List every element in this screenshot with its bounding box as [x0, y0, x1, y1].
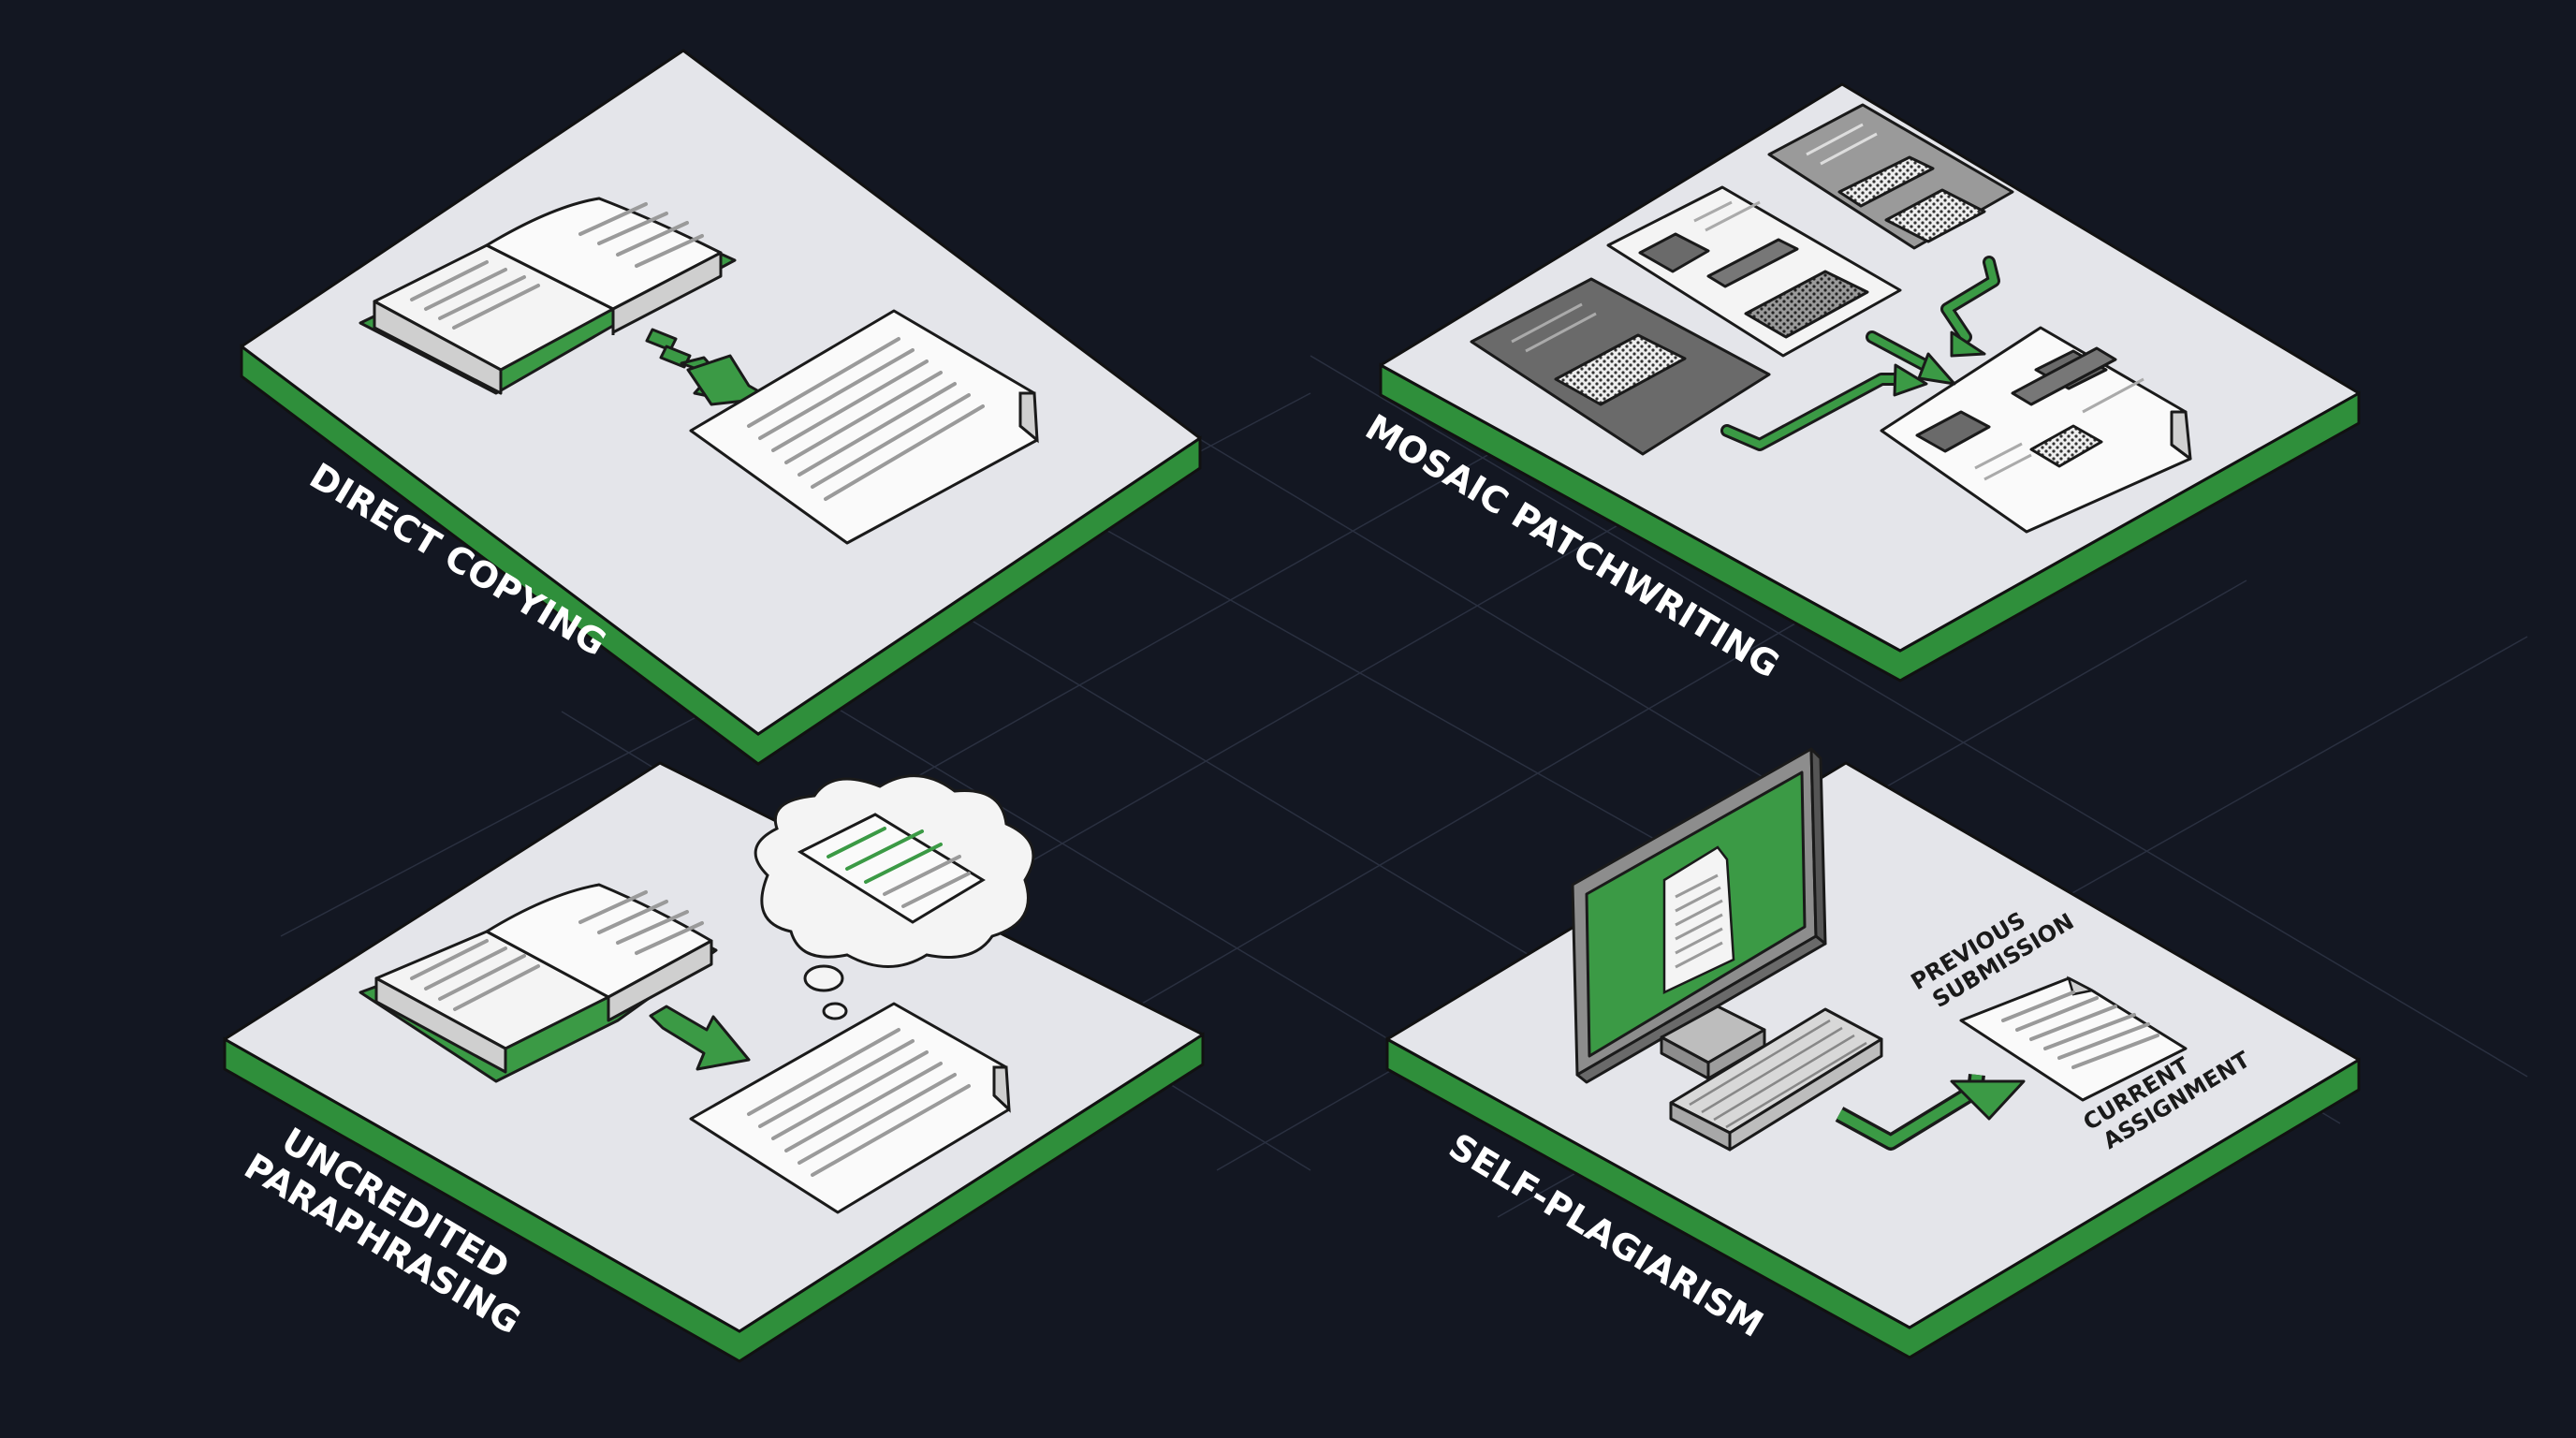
document-icon: [1767, 103, 2014, 250]
document-icon: [1880, 326, 2192, 534]
document-icon: [1959, 976, 2188, 1102]
document-icon: [1470, 277, 1771, 456]
panel-uncredited-paraphrasing: UNCREDITED PARAPHRASING: [223, 761, 1205, 1363]
arrow-icon: [649, 1005, 751, 1071]
document-icon: [689, 1002, 1011, 1214]
document-icon: [1662, 845, 1735, 994]
keyboard-icon: [1669, 1007, 1883, 1152]
open-book-icon: [359, 197, 737, 395]
document-icon: [1606, 185, 1902, 358]
platform-top: [1379, 82, 2361, 653]
panel-self-plagiarism: PREVIOUS SUBMISSION CURRENT ASSIGNMENT S…: [1385, 747, 2361, 1359]
panel-direct-copying: DIRECT COPYING: [240, 49, 1202, 766]
arrow-icon: [645, 328, 772, 406]
thought-cloud-icon: [754, 774, 1035, 1020]
arrow-icon: [1835, 1073, 2026, 1151]
panel-mosaic-patchwriting: MOSAIC PATCHWRITING: [1358, 82, 2361, 686]
document-icon: [689, 309, 1039, 545]
